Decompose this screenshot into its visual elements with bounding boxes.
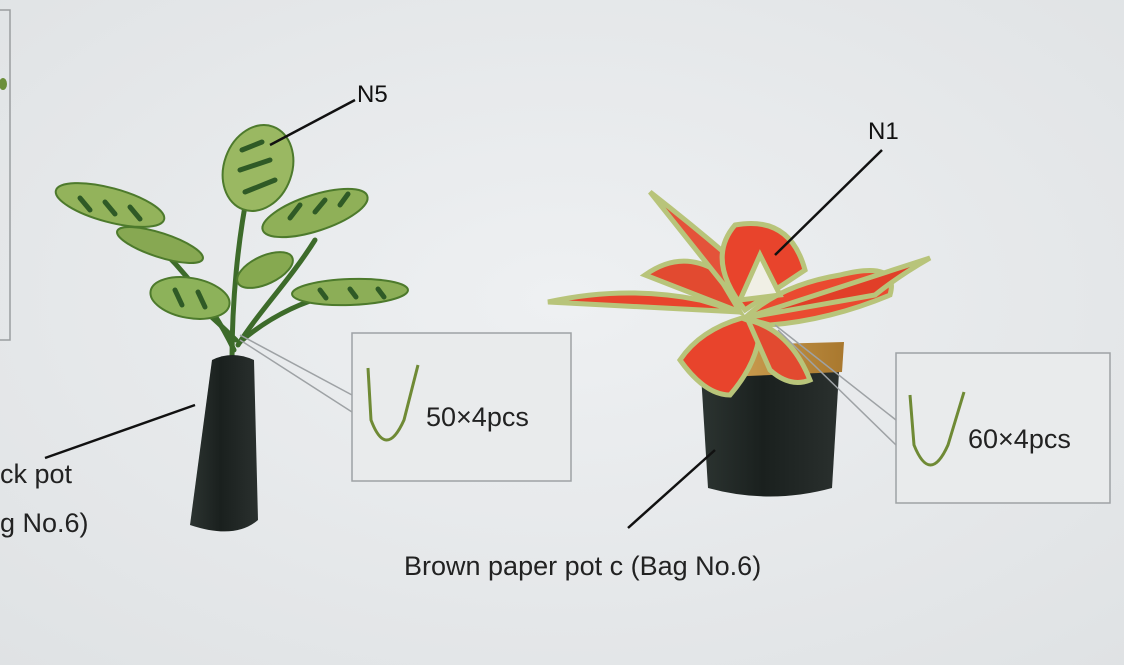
page-margin [1124,0,1144,665]
label-right-pot: Brown paper pot c (Bag No.6) [404,551,761,581]
label-left-pot-line1: ck pot [0,459,73,489]
label-wire-left: 50×4pcs [426,402,529,432]
label-left-pot-line2: g No.6) [0,508,89,538]
label-wire-right: 60×4pcs [968,424,1071,454]
label-n5: N5 [357,81,388,108]
label-n1: N1 [868,118,899,145]
